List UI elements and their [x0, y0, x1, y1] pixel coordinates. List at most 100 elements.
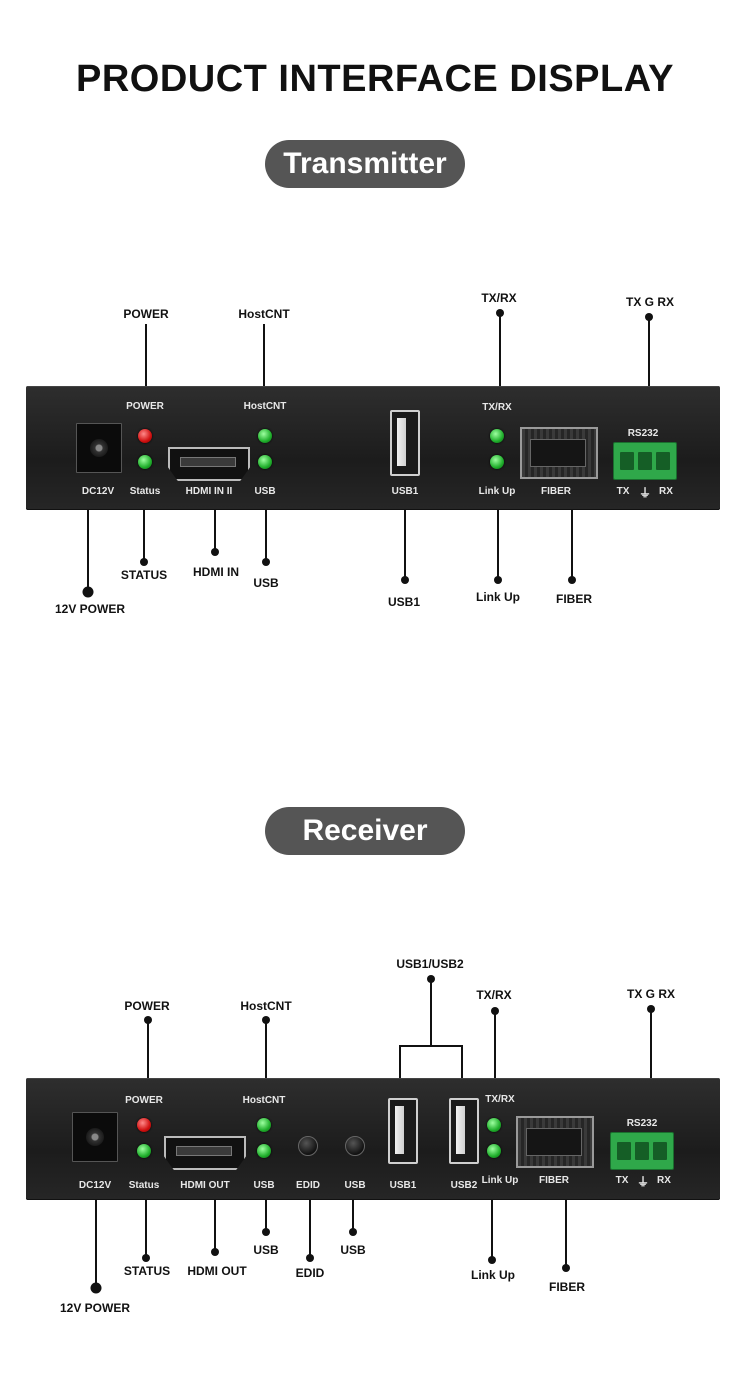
tx-callout-hostcnt: HostCNT [238, 307, 290, 321]
tx-leader-txrx [499, 313, 501, 386]
rx-usb2-port [449, 1098, 479, 1164]
tx-usb-led [258, 455, 272, 469]
tx-panel-hdmi-in: HDMI IN II [185, 486, 233, 497]
tx-callout-status: STATUS [120, 568, 168, 582]
tx-callout-link-up: Link Up [476, 590, 520, 604]
rx-panel-hostcnt: HostCNT [242, 1095, 286, 1106]
rx-panel-fiber: FIBER [539, 1175, 569, 1186]
rx-callout-hostcnt: HostCNT [240, 999, 292, 1013]
transmitter-device-panel: DC12V POWER Status HDMI IN II HostCNT US… [26, 386, 720, 510]
tx-leader-fiber [571, 510, 573, 580]
rx-panel-power: POWER [125, 1095, 163, 1106]
rx-panel-txrx: TX/RX [485, 1094, 515, 1105]
rx-leader-txgrx [650, 1009, 652, 1078]
rx-fiber-port [516, 1116, 594, 1168]
tx-callout-12v-power: 12V POWER [54, 602, 126, 616]
tx-usb1-port [390, 410, 420, 476]
rx-usb-button[interactable] [345, 1136, 365, 1156]
rx-panel-status: Status [128, 1180, 160, 1191]
rx-usb1-port [388, 1098, 418, 1164]
rx-callout-hdmi-out: HDMI OUT [187, 1264, 247, 1278]
rx-panel-tx: TX [615, 1175, 629, 1186]
tx-dot-status [140, 558, 148, 566]
tx-callout-usb: USB [253, 576, 279, 590]
rx-dot-12v [90, 1282, 102, 1294]
tx-dot-fiber [568, 576, 576, 584]
rx-callout-usb-a: USB [253, 1243, 279, 1257]
rx-panel-edid: EDID [296, 1180, 320, 1191]
tx-leader-status [143, 510, 145, 562]
rx-callout-usb-b: USB [340, 1243, 366, 1257]
rx-leader-12v [95, 1200, 97, 1288]
tx-callout-txgrx: TX G RX [625, 295, 675, 309]
rx-rs232-terminal [610, 1132, 674, 1170]
rx-leader-hdmi-out [214, 1200, 216, 1252]
rx-panel-link-up: Link Up [481, 1175, 519, 1186]
receiver-device-panel: DC12V POWER Status HDMI OUT HostCNT USB … [26, 1078, 720, 1200]
tx-hostcnt-led [258, 429, 272, 443]
tx-power-led [138, 429, 152, 443]
tx-callout-hdmi-in: HDMI IN [193, 565, 239, 579]
rx-callout-fiber: FIBER [549, 1280, 585, 1294]
tx-rs232-terminal [613, 442, 677, 480]
rx-dot-edid [306, 1254, 314, 1262]
tx-callout-txrx: TX/RX [481, 291, 517, 305]
rx-leader-usb-a [265, 1200, 267, 1232]
rx-leader-hostcnt [265, 1020, 267, 1078]
rx-dot-status [142, 1254, 150, 1262]
tx-dot-usb [262, 558, 270, 566]
tx-panel-status: Status [129, 486, 161, 497]
rx-panel-usb2: USB2 [450, 1180, 478, 1191]
tx-panel-rs232: RS232 [627, 428, 659, 439]
tx-leader-hdmi-in [214, 510, 216, 552]
tx-leader-txgrx [648, 317, 650, 386]
tx-leader-power [145, 324, 147, 386]
tx-dot-12v [82, 586, 94, 598]
rx-panel-usb-b: USB [344, 1180, 366, 1191]
rx-hostcnt-led [257, 1118, 271, 1132]
rx-callout-usb1-usb2: USB1/USB2 [396, 957, 464, 971]
receiver-heading: Receiver [265, 807, 465, 855]
tx-panel-link-up: Link Up [478, 486, 516, 497]
transmitter-heading: Transmitter [265, 140, 465, 188]
rx-edid-button[interactable] [298, 1136, 318, 1156]
rx-callout-txgrx: TX G RX [626, 987, 676, 1001]
tx-dot-hdmi-in [211, 548, 219, 556]
rx-dot-hdmi-out [211, 1248, 219, 1256]
tx-panel-tx: TX [616, 486, 630, 497]
rx-callout-edid: EDID [295, 1266, 325, 1280]
rx-power-led [137, 1118, 151, 1132]
rx-callout-power: POWER [124, 999, 170, 1013]
rx-dot-fiber [562, 1264, 570, 1272]
rx-leader-edid [309, 1200, 311, 1258]
rx-usb-led [257, 1144, 271, 1158]
rx-callout-status: STATUS [123, 1264, 171, 1278]
tx-panel-txrx: TX/RX [482, 402, 512, 413]
page-title: PRODUCT INTERFACE DISPLAY [75, 58, 675, 100]
rx-txrx-led [487, 1118, 501, 1132]
rx-callout-link-up: Link Up [471, 1268, 515, 1282]
rx-leader-txrx [494, 1011, 496, 1078]
rx-leader-power [147, 1020, 149, 1078]
tx-panel-hostcnt: HostCNT [243, 401, 287, 412]
tx-dot-usb1 [401, 576, 409, 584]
tx-status-led [138, 455, 152, 469]
rx-status-led [137, 1144, 151, 1158]
rx-leader-usb-b [352, 1200, 354, 1232]
tx-panel-usb: USB [254, 486, 276, 497]
ground-icon: ⏚ [636, 1175, 650, 1189]
rx-linkup-led [487, 1144, 501, 1158]
tx-leader-usb1 [404, 510, 406, 580]
rx-bracket-usb [399, 1045, 463, 1047]
rx-panel-rx: RX [657, 1175, 671, 1186]
rx-dot-usb-b [349, 1228, 357, 1236]
tx-leader-link-up [497, 510, 499, 580]
rx-leader-status [145, 1200, 147, 1258]
rx-panel-usb1: USB1 [389, 1180, 417, 1191]
rx-panel-hdmi-out: HDMI OUT [180, 1180, 230, 1191]
rx-leader-fiber [565, 1200, 567, 1268]
tx-leader-hostcnt [263, 324, 265, 386]
tx-callout-power: POWER [123, 307, 169, 321]
rx-callout-txrx: TX/RX [476, 988, 512, 1002]
rx-panel-rs232: RS232 [626, 1118, 658, 1129]
